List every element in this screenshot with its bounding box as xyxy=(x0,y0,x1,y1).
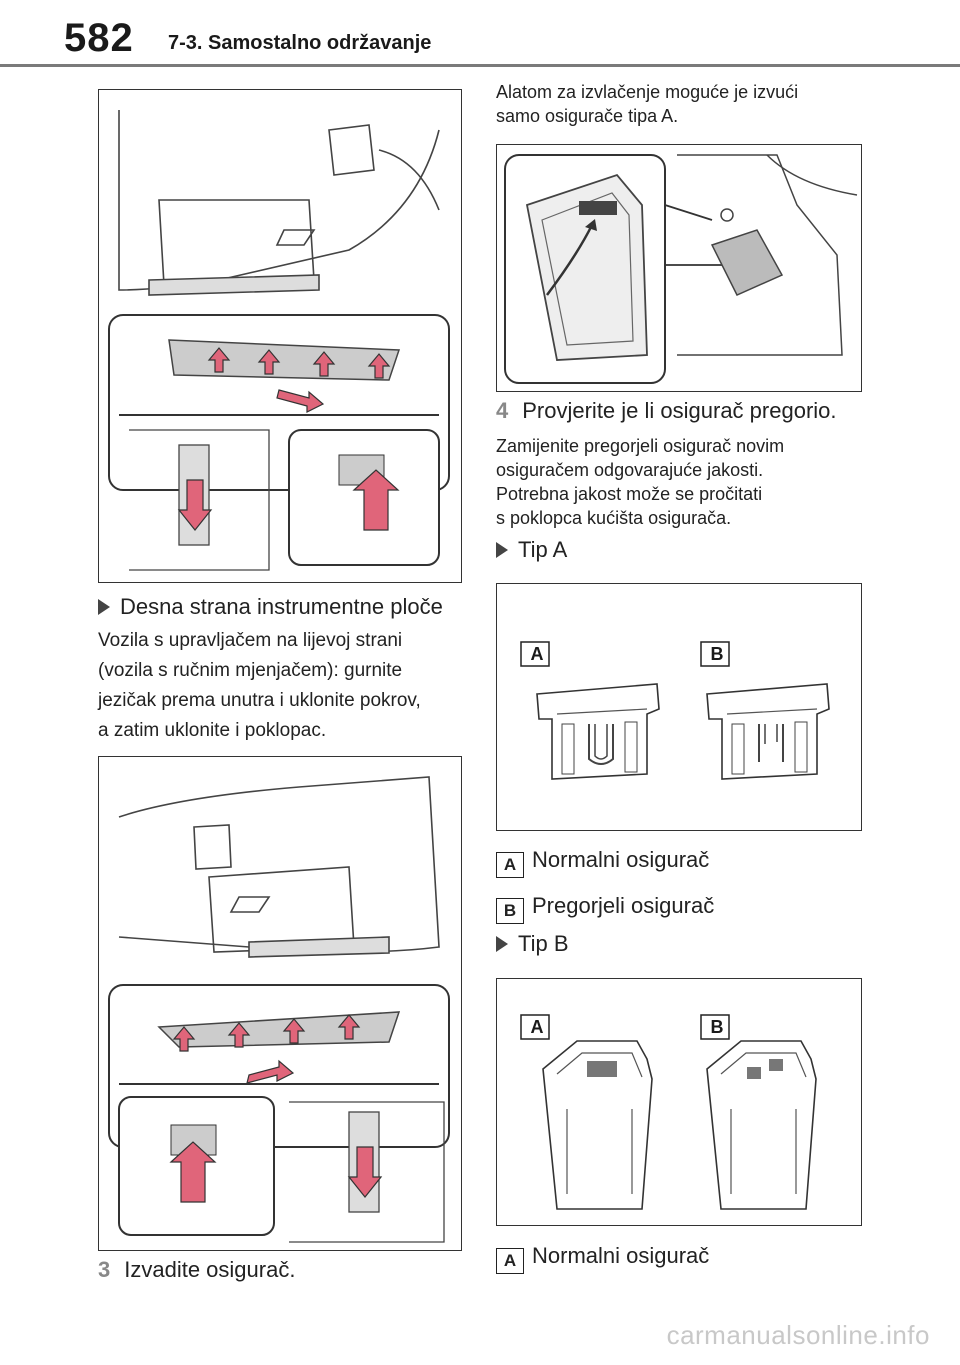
fuse-b-type-normal xyxy=(542,1040,653,1210)
figure-type-b-fuses: A B xyxy=(496,978,862,1226)
legend-label-a: A xyxy=(496,852,524,878)
label-a-type-b: A xyxy=(530,1017,544,1037)
bullet-triangle-icon xyxy=(496,542,508,558)
fuse-b-type-blown xyxy=(706,1040,817,1210)
fuse-b-blown xyxy=(700,641,830,780)
label-a: A xyxy=(530,644,544,664)
illustration-type-a-fuses xyxy=(520,641,830,780)
right-intro: Alatom za izvlačenje moguće je izvući sa… xyxy=(496,82,799,126)
bullet-triangle-icon xyxy=(496,936,508,952)
page-number: 582 xyxy=(64,16,134,60)
heading-type-b: Tip B xyxy=(496,930,569,958)
heading-type-a: Tip A xyxy=(496,536,567,564)
section-title: 7-3. Samostalno održavanje xyxy=(168,32,432,54)
figure-type-a-fuses: A B xyxy=(496,583,862,831)
illustration-glovebox-bottom xyxy=(108,776,450,1243)
illustration-fuse-box xyxy=(504,154,858,384)
illustration-glovebox-top xyxy=(108,110,450,571)
page-header: 582 7-3. Samostalno održavanje xyxy=(0,0,960,67)
watermark: carmanualsonline.info xyxy=(666,1320,930,1350)
figure-left-glovebox-removal xyxy=(98,89,462,583)
step-4-paragraph: Zamijenite pregorjeli osigurač novim osi… xyxy=(496,436,785,528)
fuse-a-normal xyxy=(520,641,660,780)
figure-fuse-box-tool xyxy=(496,144,862,392)
heading-right-side: Desna strana instrumentne ploče xyxy=(98,593,443,621)
illustration-type-b-fuses xyxy=(520,1014,817,1210)
step-number: 4 xyxy=(496,398,509,423)
figure-left-glovebox-lhd xyxy=(98,756,462,1251)
legend-label-a-type-b: A xyxy=(496,1248,524,1274)
left-paragraph: Vozila s upravljačem na lijevoj strani (… xyxy=(98,630,421,741)
step-number: 3 xyxy=(98,1257,111,1282)
label-b: B xyxy=(710,644,724,664)
legend-label-b: B xyxy=(496,898,524,924)
label-b-type-b: B xyxy=(710,1017,724,1037)
bullet-triangle-icon xyxy=(98,599,110,615)
header-rule xyxy=(0,64,960,67)
